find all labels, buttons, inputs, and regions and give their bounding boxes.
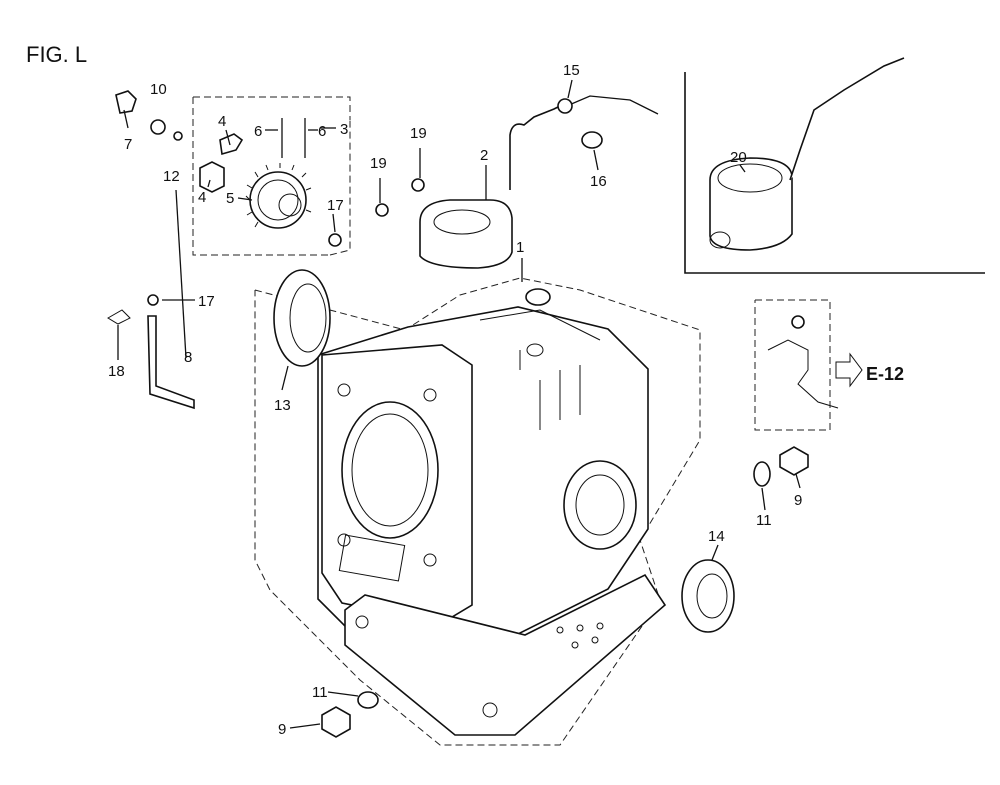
callout-14: 14: [708, 528, 725, 545]
washer-part-17-lower: [147, 294, 159, 306]
crankcase-base-part: [344, 573, 667, 736]
callout-7: 7: [124, 136, 132, 153]
drain-bolt-bottom: [321, 691, 379, 738]
pipe-part-8: [147, 315, 195, 410]
oil-sensor-wire: [509, 104, 563, 190]
nut-part-16: [581, 131, 603, 149]
grommet-part-15: [557, 98, 573, 114]
governor-holder-part: [199, 161, 225, 193]
breather-pipe-group: [107, 294, 195, 410]
nut-part-10: [150, 119, 166, 135]
reference-arrow-icon: [835, 352, 863, 388]
callout-9-right: 9: [794, 492, 802, 509]
leader-lines: [117, 79, 801, 729]
callout-4-upper: 4: [218, 113, 226, 130]
bolt-part-9-bottom: [321, 706, 351, 738]
oil-sensor-wire-20: [789, 57, 905, 181]
callout-12: 12: [163, 168, 180, 185]
callout-11-bottom: 11: [312, 684, 328, 701]
governor-group: [192, 96, 351, 256]
oil-seal-14: [681, 559, 735, 633]
callout-19-upper: 19: [410, 125, 427, 142]
fastener-group-top-left: [115, 90, 183, 141]
washer-part-12: [173, 131, 183, 141]
sensor-harness-part: [767, 339, 839, 409]
crank-boss-part: [563, 460, 637, 550]
callout-labels: 1 2 3 4 4 5 6 6 7 8 9 9 10 11 11 12 13 1…: [108, 62, 802, 738]
callout-16: 16: [590, 173, 607, 190]
bolt-part-9-right: [779, 446, 809, 476]
washer-part-upper: [328, 233, 342, 247]
callout-20: 20: [730, 149, 747, 166]
oil-seal-part-14: [681, 559, 735, 633]
cylinder-bore-part: [341, 401, 439, 539]
oil-sensor-body-20: [709, 157, 793, 251]
callout-15: 15: [563, 62, 580, 79]
figure-title: FIG. L: [26, 42, 87, 67]
callout-17-lower: 17: [198, 293, 215, 310]
callout-18: 18: [108, 363, 125, 380]
inset-box-20: [684, 57, 985, 274]
drain-bolt-right: [753, 446, 809, 487]
crankcase-group: [254, 277, 701, 746]
callout-5: 5: [226, 190, 234, 207]
callout-2: 2: [480, 147, 488, 164]
bolt-part-19-lower: [375, 203, 389, 217]
reference-label: E-12: [866, 364, 904, 384]
bolt-part-7: [115, 90, 137, 114]
oil-seal-part-13: [273, 269, 331, 367]
callout-4-lower: 4: [198, 189, 206, 206]
bolt-part-19-upper: [411, 178, 425, 192]
callout-19-lower: 19: [370, 155, 387, 172]
governor-slider-part: [219, 133, 244, 156]
callout-3: 3: [340, 121, 348, 138]
callout-11-right: 11: [756, 512, 772, 529]
callout-10: 10: [150, 81, 167, 98]
clip-part-18: [107, 309, 131, 325]
callout-8: 8: [184, 349, 192, 366]
callout-1: 1: [516, 239, 524, 256]
washer-part-11-bottom: [357, 691, 379, 709]
callout-17-upper: 17: [327, 197, 344, 214]
washer-part-11-right: [753, 461, 771, 487]
oil-sensor-group: [375, 95, 659, 269]
callout-9-bottom: 9: [278, 721, 286, 738]
callout-6-right: 6: [318, 123, 326, 140]
callout-13: 13: [274, 397, 291, 414]
oil-seal-13: [273, 269, 331, 367]
reference-box-e12: E-12: [754, 299, 904, 431]
callout-6-left: 6: [254, 123, 262, 140]
